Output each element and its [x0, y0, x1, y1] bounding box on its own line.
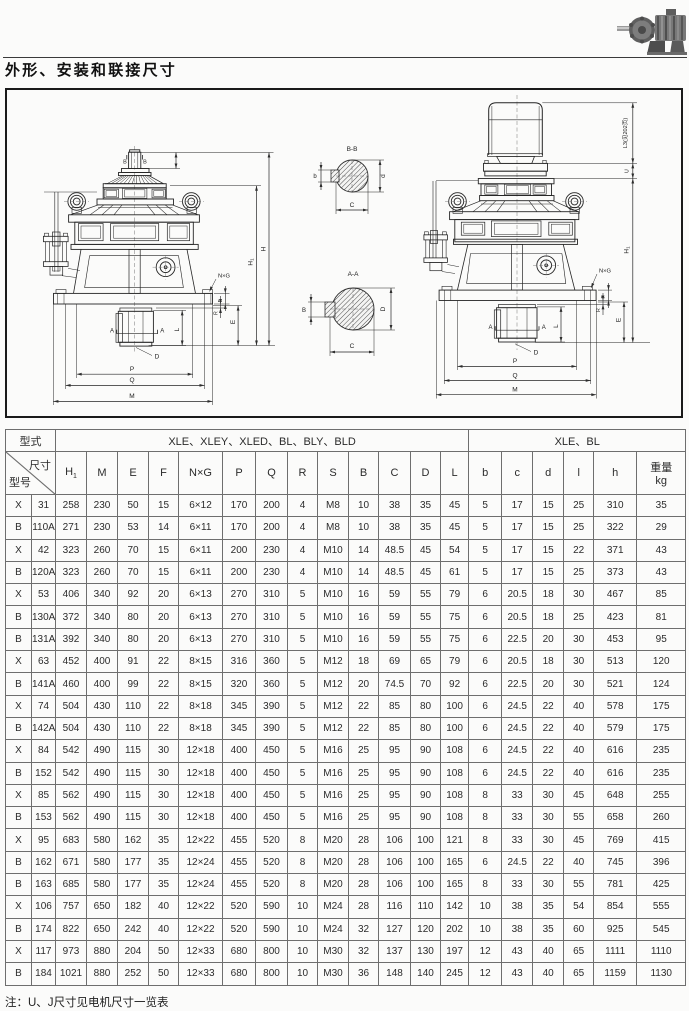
- svg-text:U: U: [625, 169, 631, 173]
- svg-text:H1: H1: [248, 258, 255, 266]
- svg-text:B-B: B-B: [347, 146, 358, 153]
- svg-text:B: B: [143, 160, 147, 166]
- svg-text:L: L: [553, 324, 560, 328]
- svg-text:H: H: [261, 246, 268, 251]
- svg-text:C: C: [350, 202, 355, 209]
- svg-text:b: b: [313, 174, 317, 180]
- svg-text:M: M: [512, 387, 517, 394]
- svg-text:F: F: [601, 295, 607, 298]
- svg-text:B: B: [123, 160, 127, 166]
- svg-text:H1: H1: [624, 246, 631, 254]
- svg-text:P: P: [513, 358, 517, 365]
- svg-text:D: D: [155, 354, 160, 361]
- svg-text:B: B: [302, 308, 306, 314]
- svg-text:Q: Q: [512, 372, 517, 379]
- svg-text:A: A: [160, 329, 164, 335]
- svg-text:Q: Q: [129, 377, 134, 384]
- svg-text:P: P: [130, 366, 134, 373]
- svg-text:L: L: [174, 327, 181, 331]
- svg-text:C: C: [350, 343, 355, 350]
- svg-text:N×G: N×G: [218, 274, 231, 280]
- svg-text:M: M: [129, 393, 134, 400]
- svg-text:E: E: [230, 319, 237, 324]
- svg-text:d: d: [380, 174, 387, 178]
- svg-text:A-A: A-A: [348, 271, 360, 278]
- svg-text:A: A: [488, 325, 492, 331]
- svg-text:L3(见202页): L3(见202页): [622, 118, 629, 149]
- svg-text:R: R: [596, 308, 602, 312]
- svg-text:N×G: N×G: [599, 269, 612, 275]
- svg-text:R: R: [214, 311, 220, 315]
- svg-text:E: E: [616, 317, 623, 322]
- svg-text:D: D: [534, 350, 539, 357]
- svg-text:A: A: [110, 329, 114, 335]
- svg-text:A: A: [542, 325, 546, 331]
- svg-text:D: D: [380, 306, 387, 311]
